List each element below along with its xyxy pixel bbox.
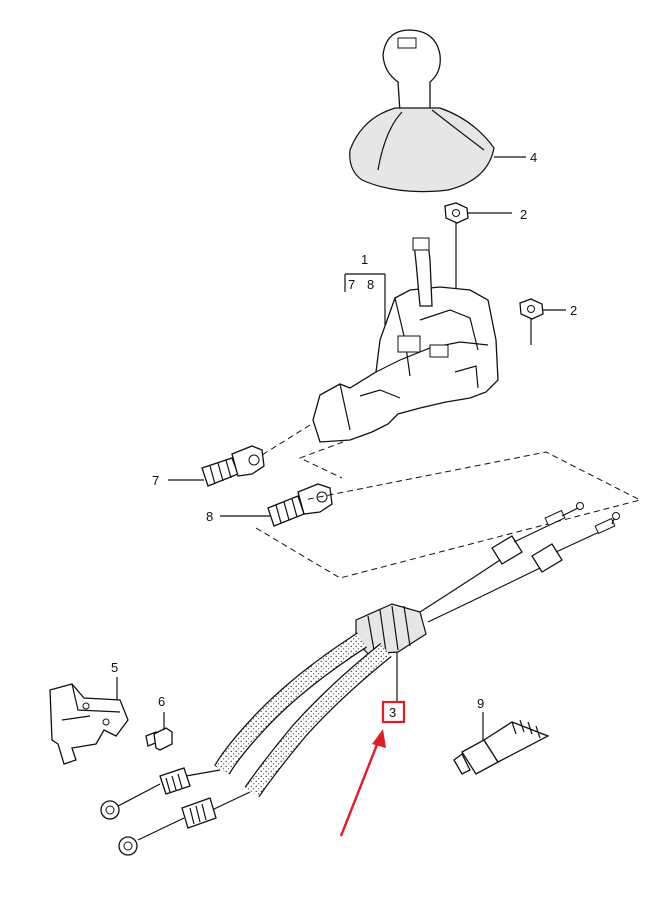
callout-4: 4 bbox=[530, 150, 537, 165]
callout-1-sub7: 7 bbox=[348, 277, 355, 292]
callout-3-highlight-box bbox=[381, 700, 406, 724]
gear-knob-boot bbox=[349, 29, 495, 193]
callout-8: 8 bbox=[206, 509, 213, 524]
red-pointer-arrow bbox=[339, 729, 386, 837]
bushing-8 bbox=[267, 483, 333, 527]
dash-housing-8 bbox=[298, 441, 344, 479]
callout-1: 1 bbox=[361, 252, 368, 267]
shift-cable-assembly bbox=[100, 502, 620, 856]
callout-2a: 2 bbox=[520, 207, 527, 222]
callout-3: 3 bbox=[389, 705, 396, 720]
cable-bracket bbox=[49, 683, 129, 765]
nut-lower bbox=[519, 298, 544, 320]
dash-box-cable-ends bbox=[255, 451, 642, 579]
nut-upper bbox=[444, 202, 469, 224]
callout-1-sub8: 8 bbox=[367, 277, 374, 292]
callout-2b: 2 bbox=[570, 303, 577, 318]
bushing-7 bbox=[201, 445, 265, 487]
callout-6: 6 bbox=[158, 694, 165, 709]
bolt bbox=[145, 727, 173, 751]
shifter-housing bbox=[312, 237, 499, 443]
callout-7: 7 bbox=[152, 473, 159, 488]
dash-housing-7 bbox=[261, 424, 311, 456]
callout-5: 5 bbox=[111, 660, 118, 675]
grease-tube bbox=[453, 719, 550, 775]
callout-9: 9 bbox=[477, 696, 484, 711]
